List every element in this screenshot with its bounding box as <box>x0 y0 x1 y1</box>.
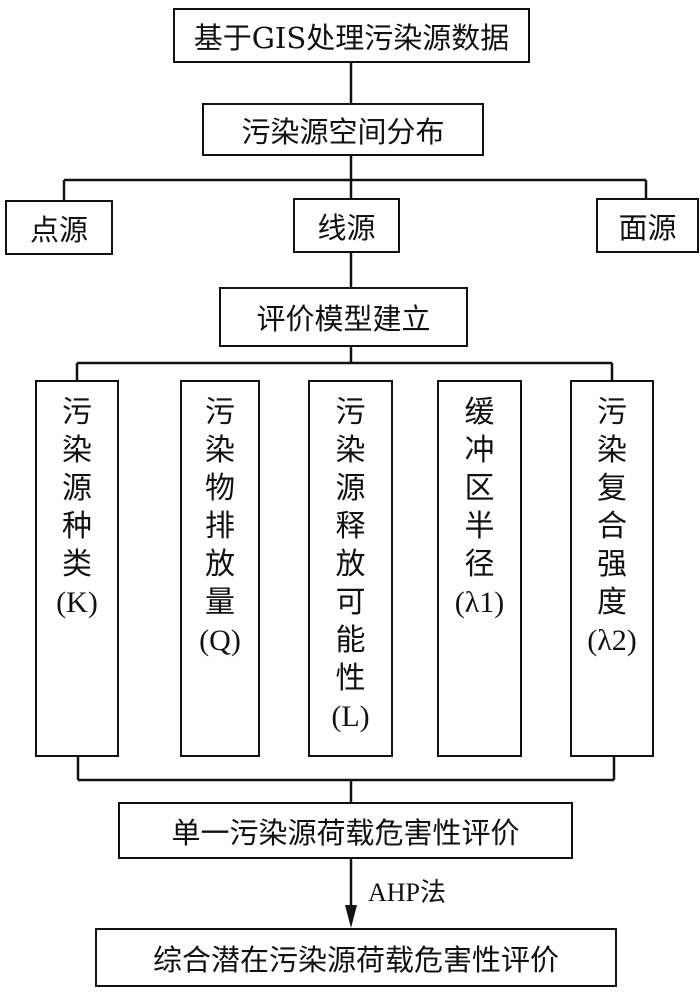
factor-text: 污染复合强度 <box>597 395 627 620</box>
ahp-method-label: AHP法 <box>368 878 447 907</box>
factor-box-composite-intensity: 污染复合强度 (λ2) <box>570 380 654 757</box>
factor-box-source-type: 污染源种类 (K) <box>35 380 119 757</box>
factor-text: 缓冲区半径 <box>464 395 495 582</box>
factor-text: 污染源种类 <box>62 395 92 582</box>
factor-symbol: (λ2) <box>587 624 637 657</box>
model-building-box: 评价模型建立 <box>219 287 468 347</box>
spatial-distribution-box: 污染源空间分布 <box>202 103 484 156</box>
factor-box-buffer-radius: 缓冲区半径 (λ1) <box>437 380 522 757</box>
comprehensive-evaluation-box: 综合潜在污染源荷载危害性评价 <box>95 928 617 987</box>
factor-symbol: (Q) <box>199 624 241 657</box>
factor-text: 污染源释放可能性 <box>335 395 366 696</box>
line-source-box: 线源 <box>293 198 400 253</box>
factor-text: 污染物排放量 <box>205 395 235 620</box>
factor-box-release-likelihood: 污染源释放可能性 (L) <box>308 380 393 757</box>
point-source-box: 点源 <box>5 200 113 255</box>
single-source-evaluation-box: 单一污染源荷载危害性评价 <box>118 802 573 859</box>
factor-symbol: (L) <box>331 700 370 733</box>
area-source-box: 面源 <box>596 198 699 253</box>
factor-symbol: (λ1) <box>454 586 505 619</box>
factor-box-emission: 污染物排放量 (Q) <box>180 380 260 757</box>
factor-symbol: (K) <box>56 586 98 619</box>
gis-processing-box: 基于GIS处理污染源数据 <box>173 8 530 63</box>
